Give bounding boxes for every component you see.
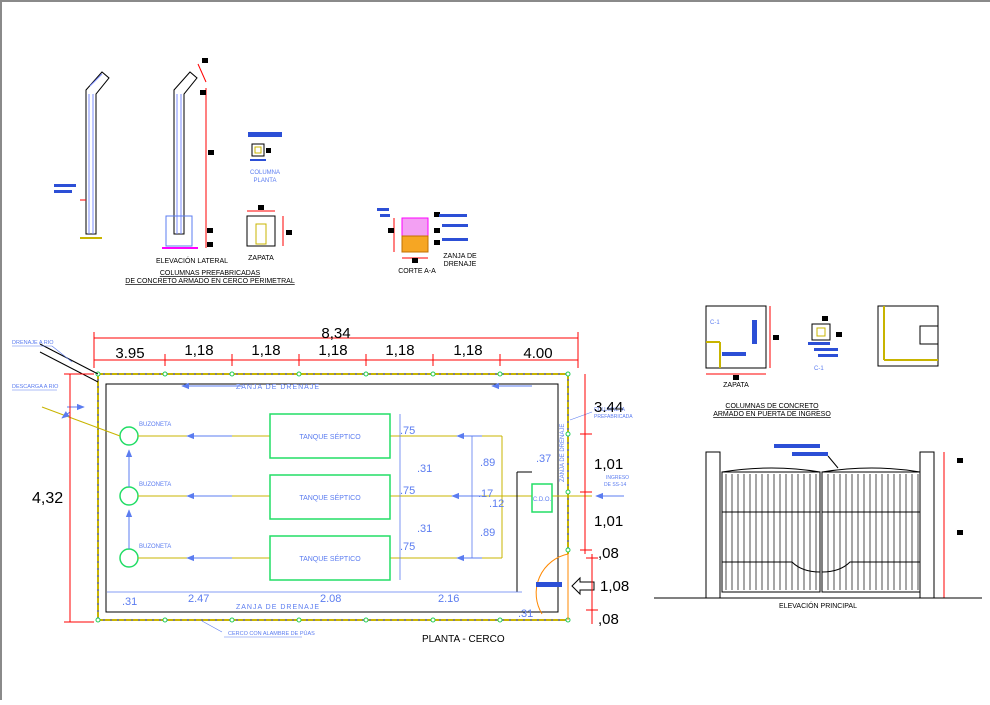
buzoneta-2: BUZONETA bbox=[119, 482, 171, 506]
dim-right-top: 3.44 bbox=[594, 399, 623, 416]
tanque-septico-1: TANQUE SÉPTICO bbox=[269, 413, 391, 459]
zanja-bottom-label: ZANJA DE DRENAJE bbox=[236, 604, 320, 611]
dim-right-108: 1,08 bbox=[600, 578, 629, 595]
corte-aa-detail: CORTE A-A ZANJA DE DRENAJE bbox=[377, 208, 477, 275]
dim-top-seg-4: 1,18 bbox=[318, 342, 347, 359]
plan-cerco: ZANJA DE DRENAJE ZANJA DE DRENAJE ZANJA … bbox=[12, 340, 633, 645]
dim-inner-17: .17 bbox=[478, 488, 493, 500]
buzoneta-3: BUZONETA bbox=[119, 544, 171, 568]
ingreso-label-2: DE SS-14 bbox=[604, 482, 626, 488]
prefab-title-2: DE CONCRETO ARMADO EN CERCO PERIMETRAL bbox=[125, 278, 295, 285]
dim-inner-31b: .31 bbox=[417, 523, 432, 535]
dim-top-seg-3: 1,18 bbox=[251, 342, 280, 359]
dim-inner-12: .12 bbox=[489, 498, 504, 510]
dim-right-08a: ,08 bbox=[598, 545, 619, 562]
planta-cerco-title: PLANTA - CERCO bbox=[422, 634, 505, 645]
zanja-right-label: ZANJA DE DRENAJE bbox=[560, 424, 566, 482]
elev-principal-label: ELEVACIÓN PRINCIPAL bbox=[779, 601, 857, 610]
dim-bottom-216: 2.16 bbox=[438, 593, 459, 605]
svg-text:TANQUE SÉPTICO: TANQUE SÉPTICO bbox=[299, 493, 361, 502]
drenaje-rio-label: DRENAJE A RIO bbox=[12, 340, 54, 346]
dim-bottom-31-left: .31 bbox=[122, 596, 137, 608]
prefab-title-1: COLUMNAS PREFABRICADAS bbox=[160, 270, 261, 277]
column-elevation-1 bbox=[80, 71, 110, 239]
dim-top-seg-7: 4.00 bbox=[523, 345, 552, 362]
dim-top-seg-5: 1,18 bbox=[385, 342, 414, 359]
plan-dimensions: 8,34 3.95 1,18 1,18 1,18 1,18 1,18 4.00 … bbox=[32, 325, 629, 628]
descarga-rio-label: DESCARGA A RIO bbox=[12, 384, 59, 390]
column-elevation-2 bbox=[162, 63, 207, 249]
dim-inner-75b: .75 bbox=[400, 485, 415, 497]
svg-text:TANQUE SÉPTICO: TANQUE SÉPTICO bbox=[299, 554, 361, 563]
cdo-box: C.D.O. bbox=[531, 483, 553, 513]
svg-text:C.D.O.: C.D.O. bbox=[533, 497, 552, 503]
dim-total-width: 8,34 bbox=[321, 325, 350, 342]
dim-bottom-247: 2.47 bbox=[188, 593, 209, 605]
svg-text:TANQUE SÉPTICO: TANQUE SÉPTICO bbox=[299, 432, 361, 441]
dim-inner-89b: .89 bbox=[480, 527, 495, 539]
buzoneta-label: BUZONETA bbox=[139, 482, 171, 488]
cerco-alambre-label: CERCO CON ALAMBRE DE PÚAS bbox=[228, 630, 315, 637]
elev-lateral-label: ELEVACIÓN LATERAL bbox=[156, 256, 228, 265]
zanja-drenaje-label-1: ZANJA DE bbox=[443, 253, 477, 260]
columneta-label-2: PREFABRICADA bbox=[594, 414, 633, 420]
gate-col-title-2: ARMADO EN PUERTA DE INGRESO bbox=[713, 411, 831, 418]
columneta-label-1: COLUMNETA bbox=[594, 407, 626, 413]
prefab-column-detail: ELEVACIÓN LATERAL COLUMNA PLANTA ZAPATA … bbox=[54, 58, 295, 285]
dim-right-08b: ,08 bbox=[598, 611, 619, 628]
corte-label: CORTE A-A bbox=[398, 268, 436, 275]
zapata-right-label: ZAPATA bbox=[723, 382, 749, 389]
dim-inner-37: .37 bbox=[536, 453, 551, 465]
gate-column-details: C-1 ZAPATA C-1 COLUMNAS DE CONCRETO ARMA… bbox=[705, 305, 939, 418]
dim-top-seg-6: 1,18 bbox=[453, 342, 482, 359]
dim-left-height: 4,32 bbox=[32, 490, 63, 507]
columna-planta-label-1: COLUMNA bbox=[250, 170, 280, 176]
buzoneta-1: BUZONETA bbox=[119, 422, 171, 446]
dim-right-mid-2: 1,01 bbox=[594, 513, 623, 530]
dim-inner-89a: .89 bbox=[480, 457, 495, 469]
buzoneta-label: BUZONETA bbox=[139, 544, 171, 550]
dim-inner-31a: .31 bbox=[417, 463, 432, 475]
dim-right-mid-1: 1,01 bbox=[594, 456, 623, 473]
dim-top-seg-2: 1,18 bbox=[184, 342, 213, 359]
zanja-drenaje-label-2: DRENAJE bbox=[444, 261, 477, 268]
zanja-top-label: ZANJA DE DRENAJE bbox=[236, 384, 320, 391]
c1-label: C-1 bbox=[710, 320, 720, 326]
tanque-septico-3: TANQUE SÉPTICO bbox=[269, 535, 391, 581]
buzoneta-label: BUZONETA bbox=[139, 422, 171, 428]
gate-elevation: ELEVACIÓN PRINCIPAL bbox=[654, 444, 982, 610]
dim-top-seg-1: 3.95 bbox=[115, 345, 144, 362]
dim-inner-75c: .75 bbox=[400, 541, 415, 553]
fence-posts bbox=[95, 371, 571, 623]
gate-bars bbox=[725, 474, 919, 590]
gate-col-title-1: COLUMNAS DE CONCRETO bbox=[725, 403, 819, 410]
dim-bottom-208: 2.08 bbox=[320, 593, 341, 605]
c1-label-small: C-1 bbox=[814, 366, 824, 372]
dim-inner-75a: .75 bbox=[400, 425, 415, 437]
zapata-top-label: ZAPATA bbox=[248, 255, 274, 262]
tanque-septico-2: TANQUE SÉPTICO bbox=[269, 474, 391, 520]
columna-planta-label-2: PLANTA bbox=[254, 178, 277, 184]
ingreso-label-1: INGRESO bbox=[606, 475, 629, 481]
dim-bottom-31-right: .31 bbox=[518, 608, 533, 620]
